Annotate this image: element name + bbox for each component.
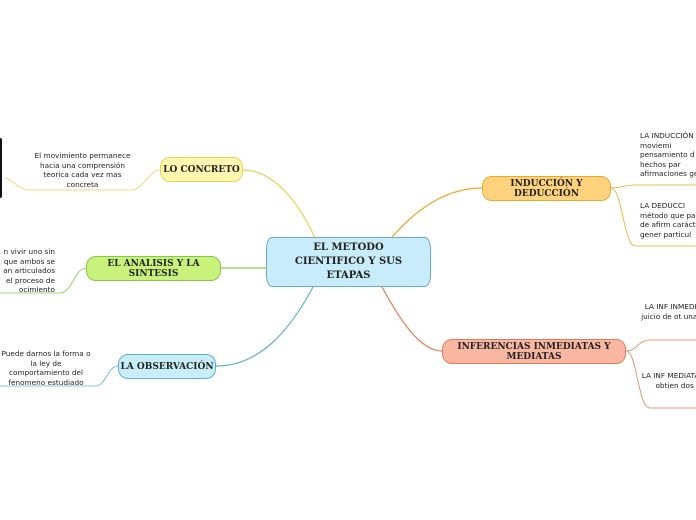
topic-label: LO CONCRETO [163, 165, 240, 175]
topic-inferencias[interactable]: INFERENCIAS INMEDIATAS Y MEDIATAS [442, 339, 626, 364]
link-central-induccion [392, 188, 482, 237]
central-topic[interactable]: EL METODO CIENTIFICO Y SUS ETAPAS [266, 237, 431, 287]
central-topic-label: EL METODO CIENTIFICO Y SUS ETAPAS [277, 241, 420, 283]
topic-lo-concreto[interactable]: LO CONCRETO [160, 157, 243, 182]
subtopic-inferencia-mediata-note[interactable]: LA INF MEDIATA se obtien dos o m [640, 371, 696, 390]
topic-label: INFERENCIAS INMEDIATAS Y MEDIATAS [443, 342, 625, 362]
topic-analisis-sintesis[interactable]: EL ANALISIS Y LA SINTESIS [86, 256, 221, 281]
subtopic-lo-concreto-note[interactable]: El movimiento permanece hacia una compre… [30, 151, 135, 189]
image-thumbnail [0, 138, 2, 198]
subtopic-deduccion-note[interactable]: LA DEDUCCI método que pasar de afirm car… [640, 201, 696, 239]
topic-label: LA OBSERVACIÓN [120, 362, 213, 372]
subtopic-induccion-note[interactable]: LA INDUCCIÓN moviemi pensamiento d hecho… [640, 131, 696, 179]
subtopic-inferencia-inmediata-note[interactable]: LA INF INMEDIATA juicio de ot una sol [640, 302, 696, 321]
link-inferencias-note-1 [626, 340, 696, 351]
subtopic-observacion-note[interactable]: Puede darnos la forma o la ley de compor… [0, 349, 92, 387]
link-induccion-note-1 [611, 185, 696, 188]
topic-label: EL ANALISIS Y LA SINTESIS [87, 259, 220, 279]
link-central-lo-concreto [243, 170, 315, 238]
topic-induccion-deduccion[interactable]: INDUCCIÓN Y DEDUCCIÓN [482, 176, 611, 201]
topic-observacion[interactable]: LA OBSERVACIÓN [118, 354, 216, 379]
link-central-inferencias [382, 287, 442, 351]
link-central-observacion [216, 287, 313, 366]
topic-label: INDUCCIÓN Y DEDUCCIÓN [483, 179, 610, 199]
subtopic-analisis-note[interactable]: n vivir uno sin que ambos se an articula… [0, 247, 55, 295]
